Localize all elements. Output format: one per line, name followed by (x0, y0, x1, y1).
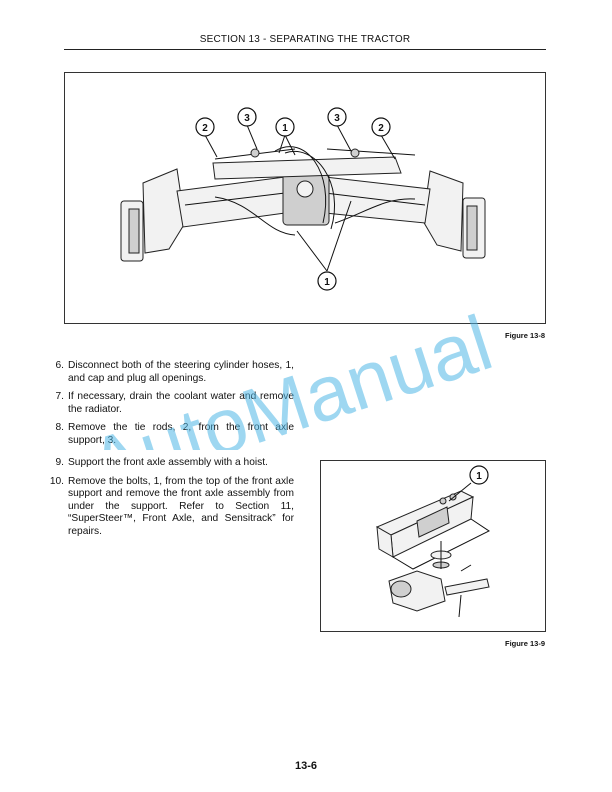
axle-support-illustration: 1 (375, 465, 490, 618)
page-number: 13-6 (294, 760, 318, 772)
svg-text:2: 2 (202, 123, 208, 134)
step-number: 9. (55, 457, 65, 468)
step-number: 7. (55, 391, 65, 402)
callout-tie-rod-right: 2 (371, 117, 391, 137)
front-axle-illustration: 2 3 1 3 2 1 (120, 107, 486, 291)
callout-hose-top: 1 (275, 117, 295, 137)
svg-text:1: 1 (476, 471, 482, 482)
step-text: Disconnect both of the steering cylinder… (68, 360, 294, 384)
svg-text:1: 1 (282, 123, 288, 134)
callout-support-bolt: 1 (469, 465, 489, 485)
callout-hose-bottom: 1 (317, 271, 337, 291)
step-text: Support the front axle assembly with a h… (68, 457, 268, 468)
step-item: 8. Remove the tie rods, 2, from the fron… (48, 422, 295, 447)
svg-text:2: 2 (378, 123, 384, 134)
callout-support-right: 3 (327, 107, 347, 127)
step-item: 6. Disconnect both of the steering cylin… (48, 360, 295, 385)
step-number: 10. (49, 475, 64, 487)
step-text: Remove the tie rods, 2, from the front a… (68, 422, 294, 446)
step-item: 9. Support the front axle assembly with … (48, 457, 294, 470)
callout-tie-rod-left: 2 (195, 117, 215, 137)
figure-axle-support: 1 (320, 460, 546, 632)
section-header: SECTION 13 - SEPARATING THE TRACTOR (199, 34, 411, 45)
procedure-steps: 6. Disconnect both of the steering cylin… (48, 360, 294, 544)
step-item: 7. If necessary, drain the coolant water… (48, 391, 295, 416)
svg-text:3: 3 (244, 113, 250, 124)
figure-caption: Figure 13-9 (504, 639, 545, 648)
callout-support-left: 3 (237, 107, 257, 127)
header-divider (64, 49, 546, 50)
step-text: Remove the bolts, 1, from the top of the… (68, 475, 294, 537)
step-item: 10. Remove the bolts, 1, from the top of… (48, 476, 294, 539)
svg-text:1: 1 (324, 277, 330, 288)
step-number: 6. (55, 360, 65, 371)
svg-text:3: 3 (334, 113, 340, 124)
figure-caption: Figure 13-8 (504, 331, 545, 340)
step-text: If necessary, drain the coolant water an… (68, 391, 294, 415)
step-number: 8. (55, 422, 65, 433)
figure-front-axle: 2 3 1 3 2 1 (64, 72, 546, 324)
